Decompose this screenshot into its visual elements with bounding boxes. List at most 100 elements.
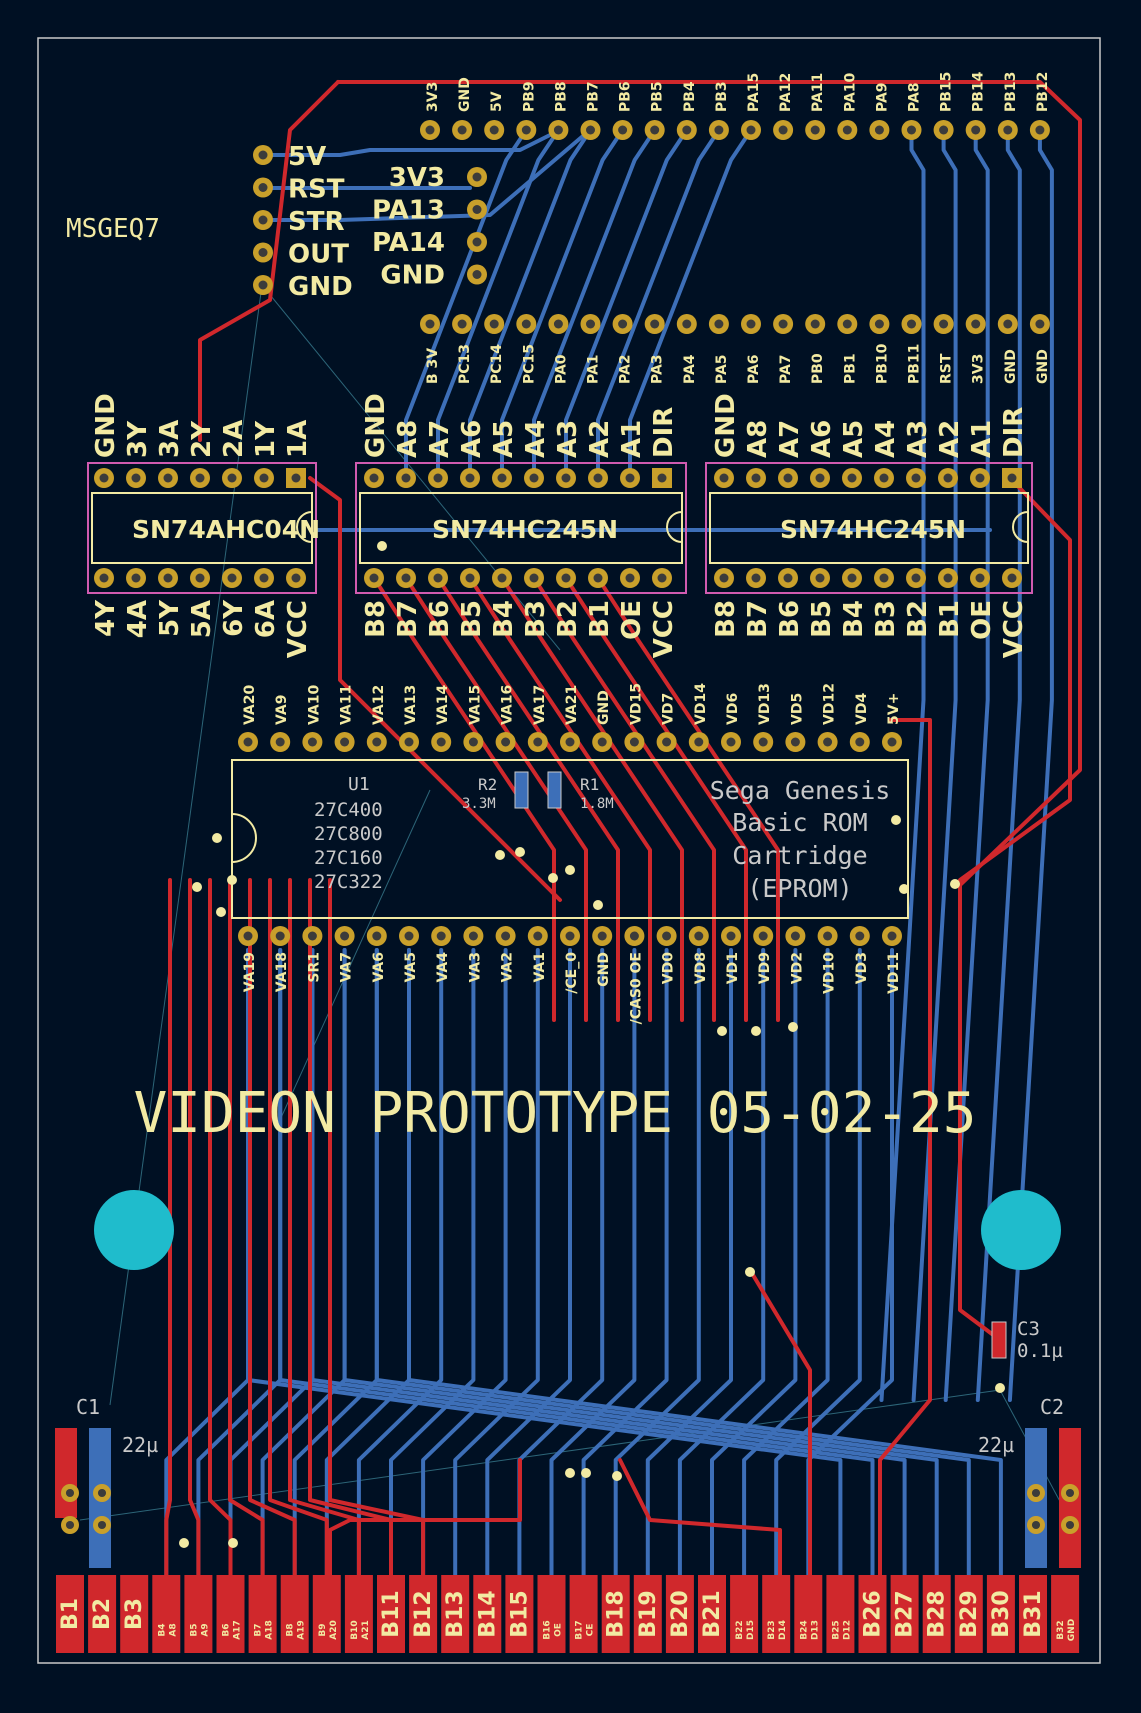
rom-top-label: 5V+ bbox=[886, 693, 902, 725]
hc245-1-bottom-label: B4 bbox=[489, 600, 519, 638]
bluepill-bottom-pad-hole bbox=[939, 319, 949, 329]
rom-to-edge-trace bbox=[421, 948, 508, 1577]
address-trace bbox=[268, 878, 329, 1577]
hc04-top-label: 1Y bbox=[251, 420, 281, 458]
mounting-hole-left bbox=[94, 1190, 174, 1270]
hc245-1-top-label: A3 bbox=[553, 420, 583, 458]
bluepill-top-label: PB6 bbox=[618, 81, 634, 112]
rom-top-label: VA14 bbox=[435, 685, 451, 725]
hc04-top-label: 3A bbox=[155, 420, 185, 458]
edge-finger-label: B24 bbox=[799, 1620, 809, 1639]
c1-value: 22µ bbox=[122, 1433, 158, 1457]
edge-finger bbox=[120, 1575, 149, 1653]
edge-finger-label: B5 bbox=[189, 1623, 199, 1636]
rom-top-label: VA9 bbox=[274, 695, 290, 725]
bluepill-top-pad-hole bbox=[586, 125, 595, 135]
hc245-2-top-pad-hole bbox=[815, 473, 825, 483]
hc245-2-top-label: A1 bbox=[967, 420, 997, 458]
rom-top-pad-hole bbox=[533, 737, 543, 747]
bluepill-bottom-label: B 3V bbox=[425, 348, 441, 384]
rom-top-label: GND bbox=[596, 690, 612, 725]
hc245-2-top-pad-hole bbox=[879, 473, 889, 483]
bluepill-top-pad-hole bbox=[521, 125, 531, 135]
c1-left-body bbox=[55, 1428, 77, 1518]
hc04-bottom-label: 4A bbox=[123, 600, 153, 638]
rom-bottom-label: GND bbox=[596, 952, 612, 987]
c2-r-pad2-hole bbox=[1065, 1520, 1075, 1530]
bluepill-right-trace bbox=[879, 128, 926, 1402]
edge-finger-label: B9 bbox=[318, 1623, 328, 1636]
hc245-1-top-label: GND bbox=[361, 393, 391, 458]
data-trace bbox=[748, 1268, 812, 1577]
rom-top-label: VA10 bbox=[306, 685, 322, 725]
edge-finger bbox=[890, 1575, 919, 1653]
edge-finger bbox=[473, 1575, 502, 1653]
rom-to-edge-trace bbox=[581, 948, 669, 1577]
hc04-top-label: GND bbox=[91, 393, 121, 458]
address-trace bbox=[328, 878, 426, 1577]
rom-bottom-pad-hole bbox=[565, 931, 575, 941]
edge-finger-label: B29 bbox=[957, 1590, 982, 1637]
rom-top-pad-hole bbox=[597, 737, 607, 747]
c2-l-pad2-hole bbox=[1031, 1520, 1041, 1530]
hc245-1-top-label: A5 bbox=[489, 420, 519, 458]
rom-top-pad-hole bbox=[307, 737, 317, 747]
rom-to-edge-trace bbox=[710, 948, 798, 1577]
rom-bottom-label: /CE_0 bbox=[564, 952, 580, 994]
rom-top-pad-hole bbox=[243, 737, 253, 747]
red-left-trace bbox=[198, 80, 340, 442]
bluepill-top-pad-hole bbox=[425, 125, 435, 135]
r1-ref: R1 bbox=[580, 775, 599, 794]
rom-bottom-label: VD0 bbox=[661, 952, 677, 984]
bluepill-top-pad-hole bbox=[746, 125, 756, 135]
bluepill-bottom-label: PA1 bbox=[586, 354, 602, 384]
bluepill-top-label: PA9 bbox=[874, 82, 890, 112]
hc245-1-name: SN74HC245N bbox=[432, 515, 618, 544]
rom-type-2: 27C800 bbox=[314, 823, 383, 845]
mounting-hole-right bbox=[981, 1190, 1061, 1270]
rom-bottom-label: VD1 bbox=[725, 952, 741, 984]
via bbox=[745, 1267, 755, 1277]
c3-ref: C3 bbox=[1017, 1318, 1040, 1340]
rom-to-edge-trace bbox=[677, 948, 766, 1577]
bluepill-bottom-label: 3V3 bbox=[971, 354, 987, 384]
edge-finger bbox=[730, 1575, 759, 1653]
rom-top-pad-hole bbox=[372, 737, 382, 747]
bluepill-top-pad-hole bbox=[682, 125, 692, 135]
hc245-2-top-label: A8 bbox=[743, 420, 773, 458]
c3-body bbox=[991, 1321, 1007, 1359]
edge-finger bbox=[88, 1575, 117, 1653]
hc245-1-bottom-label: B3 bbox=[521, 600, 551, 638]
hc245-2-top-label: GND bbox=[711, 393, 741, 458]
edge-connector bbox=[56, 1575, 1080, 1653]
msgeq7-pin-label: OUT bbox=[288, 240, 349, 270]
hc04-top-label: 1A bbox=[283, 420, 313, 458]
edge-finger-label: B31 bbox=[1021, 1590, 1046, 1637]
hc245-1-bottom-label: B2 bbox=[553, 600, 583, 638]
bluepill-right-trace bbox=[1007, 128, 1054, 1402]
edge-finger bbox=[441, 1575, 470, 1653]
via bbox=[717, 1026, 727, 1036]
hc245-2-bottom-pad-hole bbox=[783, 573, 793, 583]
via bbox=[548, 873, 558, 883]
rom-to-edge-trace bbox=[453, 948, 540, 1577]
rom-top-pad-hole bbox=[662, 737, 672, 747]
via bbox=[565, 865, 575, 875]
rom-top-pad-hole bbox=[565, 737, 575, 747]
bluepill-top-pad-hole bbox=[778, 125, 788, 135]
bluepill-top-label: 3V3 bbox=[425, 82, 441, 112]
bluepill-to-hc245-trace bbox=[532, 128, 657, 480]
hc245-2-bottom-label: B2 bbox=[903, 600, 933, 638]
hc245-1-courtyard bbox=[355, 462, 687, 594]
bluepill-swd-label: PA13 bbox=[372, 196, 445, 226]
hc245-1-bottom-label: OE bbox=[617, 600, 647, 640]
edge-finger-label: B27 bbox=[893, 1590, 918, 1637]
rom-bottom-pad-hole bbox=[340, 931, 350, 941]
hc04-top-pad-hole bbox=[227, 473, 237, 483]
bluepill-right-trace bbox=[911, 128, 958, 1402]
bluepill-bottom-label: PB0 bbox=[810, 353, 826, 384]
hc04-bottom-pad-hole bbox=[195, 573, 205, 583]
msgeq7-pin-label: STR bbox=[288, 207, 344, 237]
rom-top-label: VD14 bbox=[693, 683, 709, 725]
rom-top-pad-hole bbox=[758, 737, 768, 747]
